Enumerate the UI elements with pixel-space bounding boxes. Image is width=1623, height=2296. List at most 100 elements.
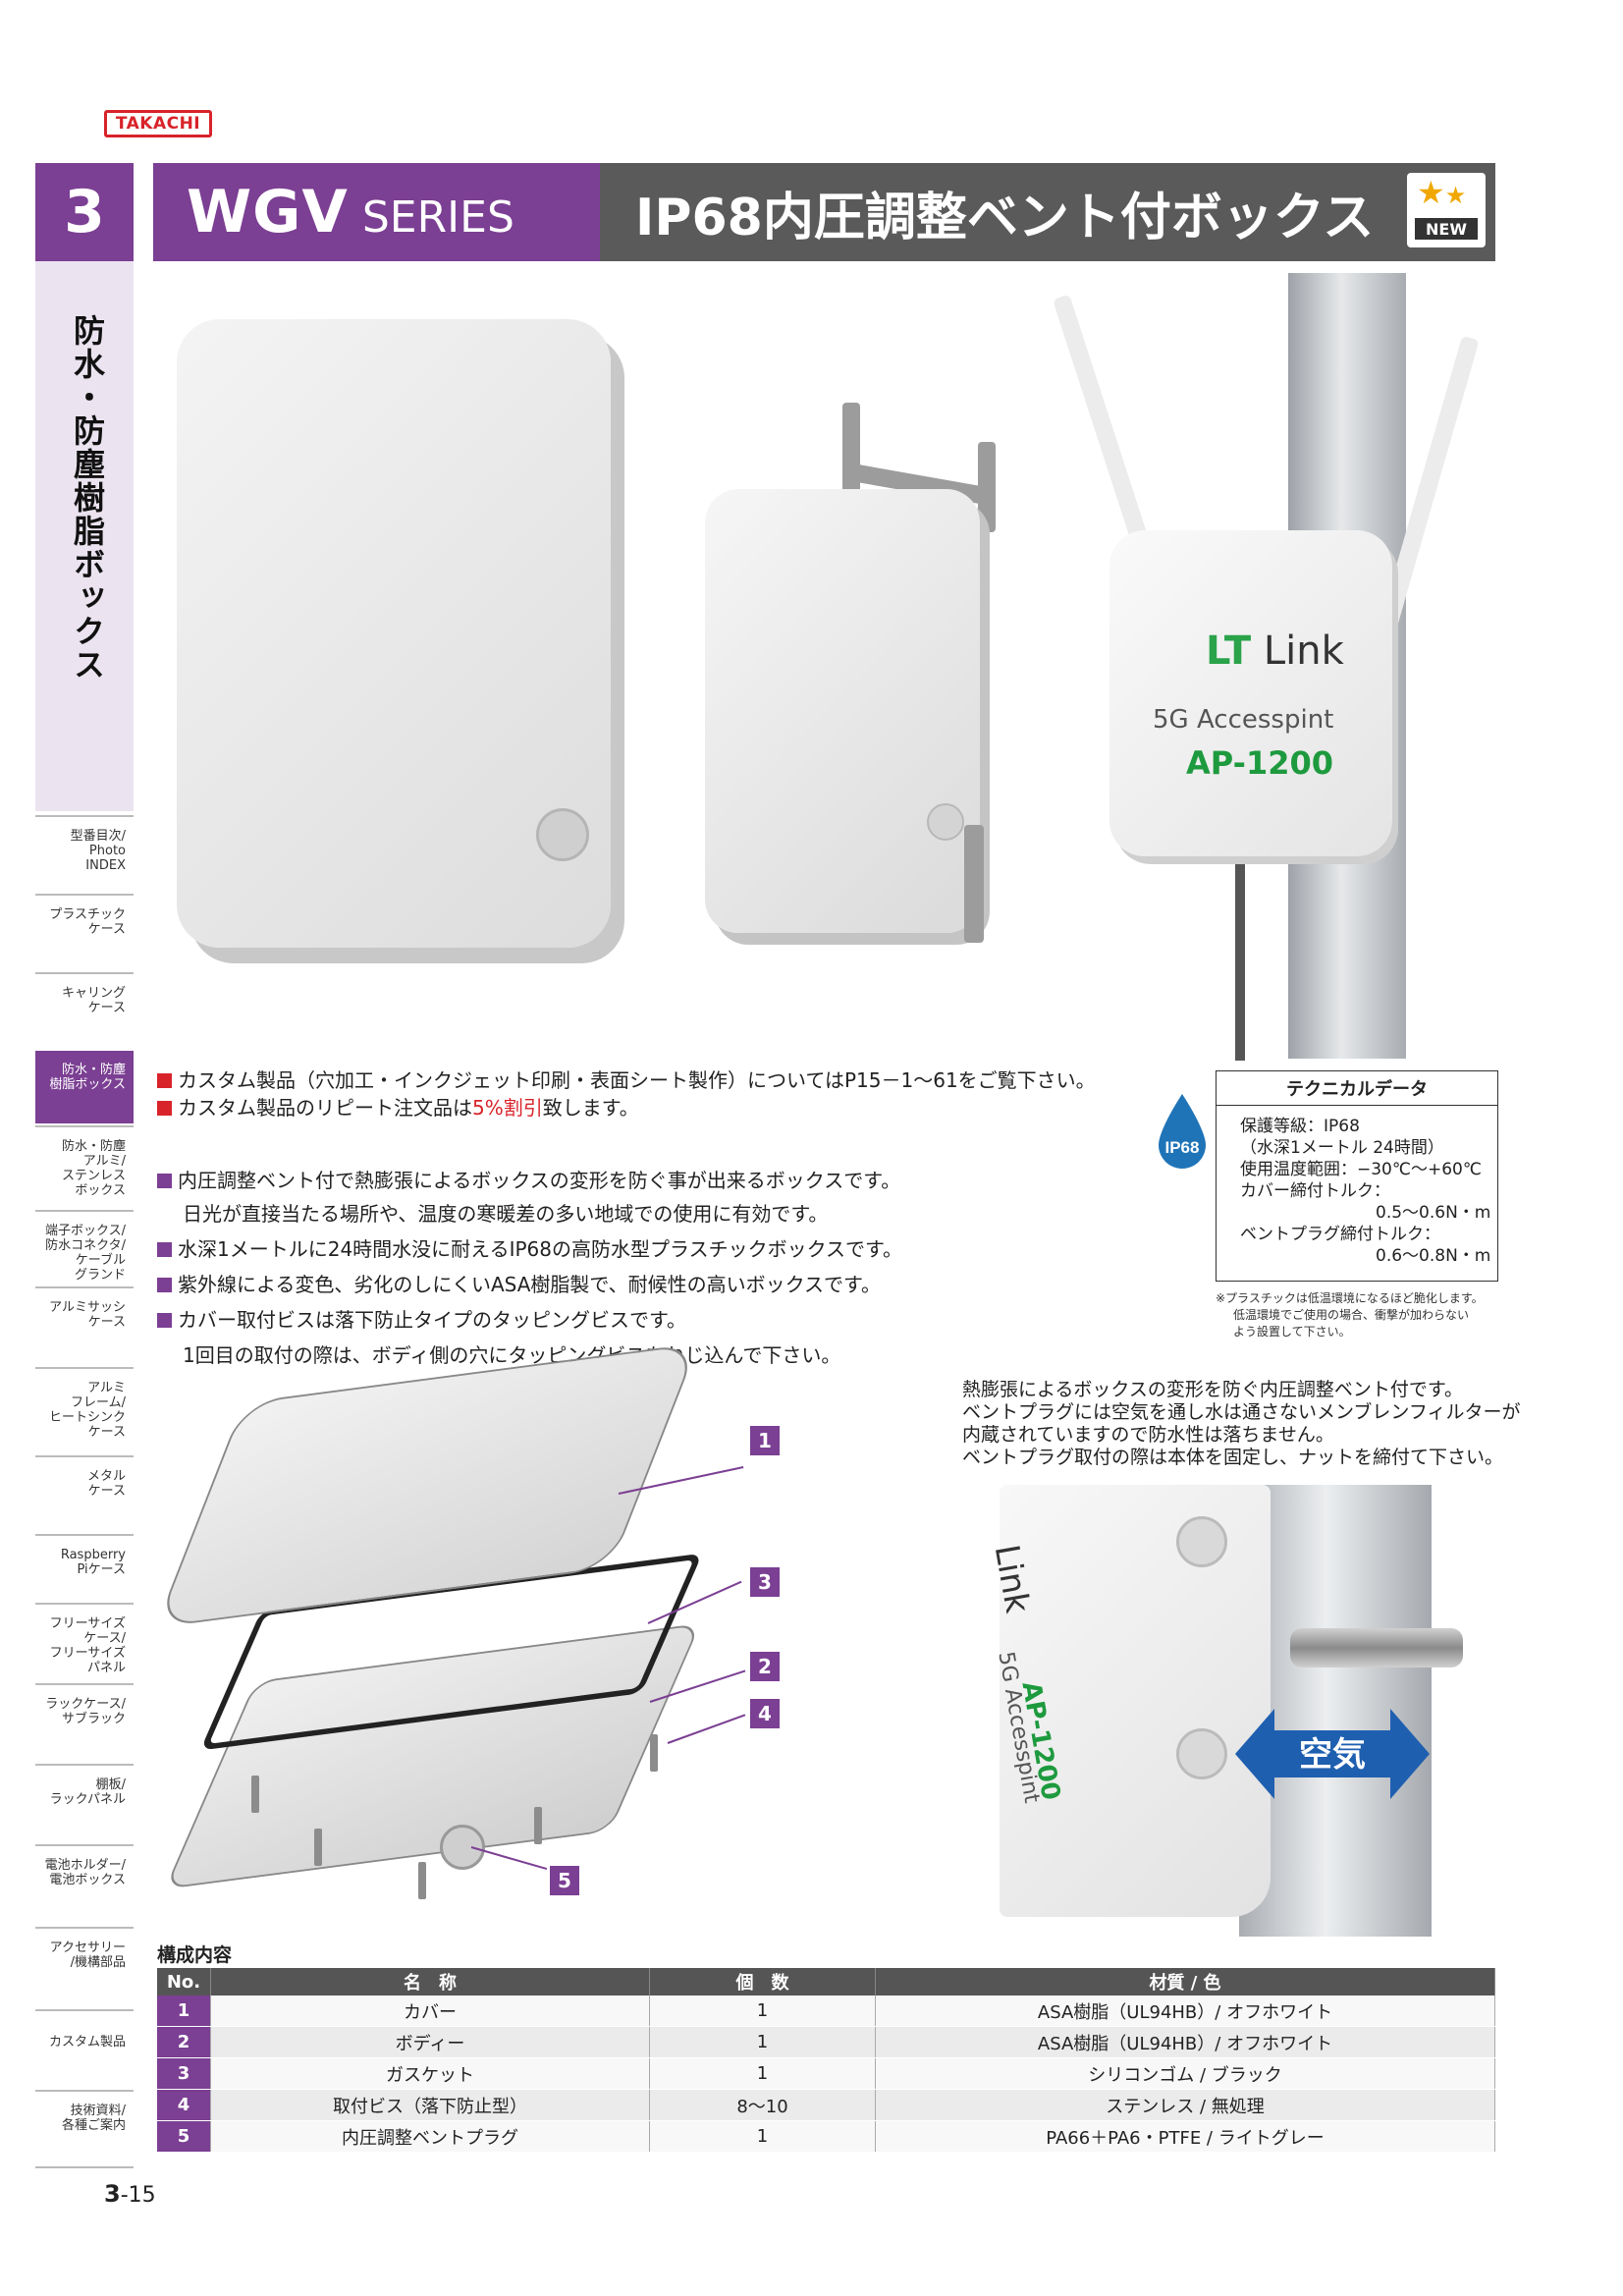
new-badge: ★★ NEW xyxy=(1407,173,1486,247)
vent-plug-top xyxy=(1176,1516,1227,1567)
nav-item-metal-case[interactable]: メタル ケース xyxy=(35,1455,134,1534)
nav-item-carrying-case[interactable]: キャリング ケース xyxy=(35,972,134,1051)
ip68-label: IP68 xyxy=(1165,1138,1200,1157)
brand-logo: LT Link xyxy=(1206,629,1344,674)
nav-item-plastic-case[interactable]: プラスチック ケース xyxy=(35,894,134,972)
table-header-row: No. 名 称 個 数 材質 / 色 xyxy=(157,1968,1495,1995)
header-material: 材質 / 色 xyxy=(875,1968,1495,1995)
brand-logo: Link xyxy=(986,1542,1038,1616)
parts-table-title: 構成内容 xyxy=(157,1944,233,1966)
table-row: 5 内圧調整ベントプラグ 1 PA66＋PA6・PTFE / ライトグレー xyxy=(157,2120,1495,2153)
cell-qty: 1 xyxy=(649,1995,876,2027)
header-name: 名 称 xyxy=(210,1968,650,1995)
nav-item-aluminum-frame[interactable]: アルミ フレーム/ ヒートシンク ケース xyxy=(35,1367,134,1455)
nav-item-rack-case[interactable]: ラックケース/ サブラック xyxy=(35,1683,134,1764)
nav-label: プラスチック ケース xyxy=(49,907,126,937)
access-point-side: Link 5G Accesspint AP-1200 xyxy=(987,1485,1271,1917)
product-photo-bracket xyxy=(705,489,980,933)
bullet-icon xyxy=(157,1313,172,1328)
page-number: 3-15 xyxy=(104,2180,156,2208)
nav-item-battery[interactable]: 電池ホルダー/ 電池ボックス xyxy=(35,1844,134,1927)
tech-line: （水深1メートル 24時間） xyxy=(1240,1138,1444,1158)
diagram-screw xyxy=(418,1862,426,1899)
nav-label: Raspberry Piケース xyxy=(60,1548,126,1577)
technical-data-body: 保護等級：IP68 （水深1メートル 24時間） 使用温度範囲：−30℃～+60… xyxy=(1217,1106,1497,1267)
nav-label: 技術資料/ 各種ご案内 xyxy=(61,2104,126,2133)
bracket-bottom xyxy=(964,825,984,943)
nav-item-rack-panel[interactable]: 棚板/ ラックパネル xyxy=(35,1764,134,1844)
technical-data-box: テクニカルデータ 保護等級：IP68 （水深1メートル 24時間） 使用温度範囲… xyxy=(1216,1070,1498,1282)
cell-name: ボディー xyxy=(210,2026,650,2058)
bullet-icon xyxy=(157,1101,172,1116)
cell-material: シリコンゴム / ブラック xyxy=(875,2057,1495,2090)
vent-plug-icon xyxy=(927,803,964,841)
nav-item-photo-index[interactable]: 型番目次/ Photo INDEX xyxy=(35,815,134,892)
cell-name: カバー xyxy=(210,1995,650,2027)
air-label: 空気 xyxy=(1299,1735,1366,1775)
cell-no: 4 xyxy=(157,2089,211,2121)
sidebar-panel xyxy=(35,261,134,811)
sidebar-vertical-title: 防水・防塵樹脂ボックス xyxy=(69,314,106,682)
nav-item-waterproof-metal[interactable]: 防水・防塵 アルミ/ ステンレス ボックス xyxy=(35,1125,134,1210)
diagram-screw xyxy=(534,1807,542,1844)
air-arrow-icon: 空気 xyxy=(1235,1709,1430,1799)
diagram-screw xyxy=(314,1829,322,1866)
nav-item-terminal-box[interactable]: 端子ボックス/ 防水コネクタ/ ケーブル グランド xyxy=(35,1210,134,1286)
nav-item-raspberry-pi[interactable]: Raspberry Piケース xyxy=(35,1534,134,1603)
tech-line: 0.5～0.6N・m xyxy=(1376,1203,1491,1223)
cell-material: ASA樹脂（UL94HB）/ オフホワイト xyxy=(875,1995,1495,2027)
nav-label: アルミ フレーム/ ヒートシンク ケース xyxy=(48,1381,126,1440)
cell-material: PA66＋PA6・PTFE / ライトグレー xyxy=(875,2120,1495,2153)
feature-4-cont: 1回目の取付の際は、ボディ側の穴にタッピングビスをねじ込んで下さい。 xyxy=(183,1343,841,1367)
table-row: 1 カバー 1 ASA樹脂（UL94HB）/ オフホワイト xyxy=(157,1995,1495,2027)
vent-plug-bottom xyxy=(1176,1728,1227,1779)
device-model: AP-1200 xyxy=(1186,744,1333,782)
cell-qty: 8～10 xyxy=(649,2089,876,2121)
nav-label: 防水・防塵 アルミ/ ステンレス ボックス xyxy=(61,1139,126,1198)
technical-data-title: テクニカルデータ xyxy=(1217,1071,1497,1106)
tech-line: ベントプラグ締付トルク： xyxy=(1240,1225,1440,1244)
feature-3: 紫外線による変色、劣化のしにくいASA樹脂製で、耐候性の高いボックスです。 xyxy=(157,1273,881,1296)
cell-name: 内圧調整ベントプラグ xyxy=(210,2120,650,2153)
nav-label: 電池ホルダー/ 電池ボックス xyxy=(44,1858,126,1887)
table-row: 4 取付ビス（落下防止型） 8～10 ステンレス / 無処理 xyxy=(157,2089,1495,2121)
feature-1: 内圧調整ベント付で熱膨張によるボックスの変形を防ぐ事が出来るボックスです。 xyxy=(157,1169,900,1192)
nav-item-accessory[interactable]: アクセサリー /機構部品 xyxy=(35,1927,134,2009)
tech-line: 使用温度範囲：−30℃～+60℃ xyxy=(1240,1160,1482,1179)
bullet-icon xyxy=(157,1242,172,1257)
nav-item-free-size[interactable]: フリーサイズ ケース/ フリーサイズ パネル xyxy=(35,1603,134,1683)
nav-item-custom[interactable]: カスタム製品 xyxy=(35,2009,134,2090)
cell-material: ステンレス / 無処理 xyxy=(875,2089,1495,2121)
cell-no: 2 xyxy=(157,2026,211,2058)
diagram-screw xyxy=(251,1776,259,1813)
nav-item-waterproof-resin[interactable]: 防水・防塵 樹脂ボックス xyxy=(35,1051,134,1123)
cell-name: 取付ビス（落下防止型） xyxy=(210,2089,650,2121)
cell-no: 3 xyxy=(157,2057,211,2090)
nav-label: 型番目次/ Photo INDEX xyxy=(70,829,126,873)
new-label: NEW xyxy=(1415,218,1478,240)
nav-label: ラックケース/ サブラック xyxy=(45,1697,126,1726)
nav-item-aluminum-sash[interactable]: アルミサッシ ケース xyxy=(35,1286,134,1367)
bullet-icon xyxy=(157,1073,172,1088)
leader-line xyxy=(470,1846,548,1871)
callout-number: 5 xyxy=(550,1866,579,1895)
cell-no: 1 xyxy=(157,1995,211,2027)
ip68-drop-icon: IP68 xyxy=(1159,1094,1206,1169)
custom-note-1: カスタム製品（穴加工・インクジェット印刷・表面シート製作）についてはP15－1～… xyxy=(157,1068,1096,1092)
cell-qty: 1 xyxy=(649,2120,876,2153)
cell-qty: 1 xyxy=(649,2057,876,2090)
cable xyxy=(1235,864,1245,1061)
nav-label: 端子ボックス/ 防水コネクタ/ ケーブル グランド xyxy=(45,1224,126,1283)
nav-label: アクセサリー /機構部品 xyxy=(49,1941,126,1970)
cell-qty: 1 xyxy=(649,2026,876,2058)
cell-no: 5 xyxy=(157,2120,211,2153)
bullet-icon xyxy=(157,1278,172,1292)
nav-label: 棚板/ ラックパネル xyxy=(49,1777,126,1807)
takachi-logo: TAKACHI xyxy=(104,110,212,137)
callout-number: 1 xyxy=(750,1426,780,1455)
chapter-number: 3 xyxy=(35,163,134,261)
nav-item-technical[interactable]: 技術資料/ 各種ご案内 xyxy=(35,2090,134,2168)
nav-label: 防水・防塵 樹脂ボックス xyxy=(49,1063,126,1092)
header-qty: 個 数 xyxy=(649,1968,876,1995)
header-no: No. xyxy=(157,1968,211,1995)
